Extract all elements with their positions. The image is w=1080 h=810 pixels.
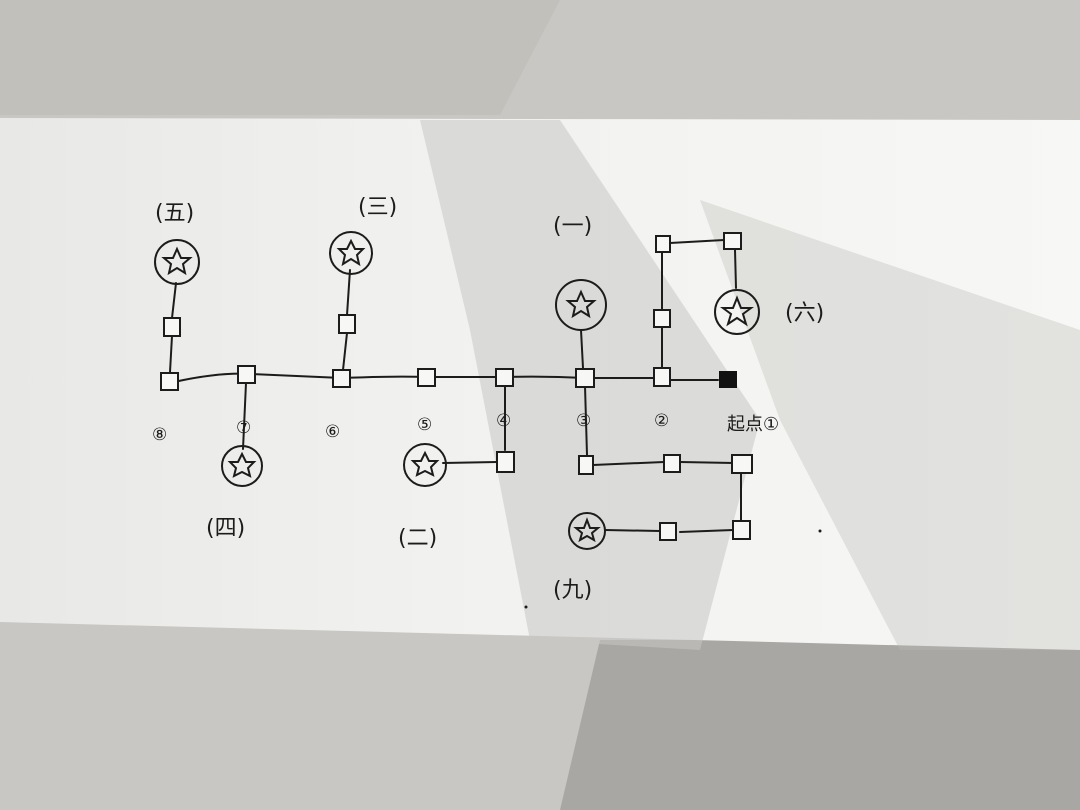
square-node-icon (575, 368, 595, 388)
filled-square-icon (719, 371, 737, 388)
star-in-circle-icon (154, 239, 200, 285)
square-node-icon (417, 368, 436, 387)
square-node-icon (653, 309, 671, 328)
square-node-icon (163, 317, 181, 337)
label-group-3: (三) (358, 195, 397, 220)
label-num-6: ⑥ (325, 422, 340, 442)
label-group-5: (五) (155, 201, 194, 226)
label-start: 起点① (727, 414, 779, 435)
square-node-icon (732, 520, 751, 540)
square-node-icon (663, 454, 681, 473)
label-num-8: ⑧ (152, 425, 167, 445)
label-group-6: (六) (785, 301, 824, 326)
square-node-icon (338, 314, 356, 334)
label-num-4: ④ (496, 411, 511, 431)
square-node-icon (496, 451, 515, 473)
connection-lines (169, 239, 742, 533)
square-node-icon (723, 232, 742, 250)
square-node-icon (237, 365, 256, 384)
label-group-4: (四) (206, 516, 245, 541)
square-nodes (160, 232, 753, 541)
square-node-icon (332, 369, 351, 388)
square-node-icon (659, 522, 677, 541)
label-num-3: ③ (576, 411, 591, 431)
square-node-icon (655, 235, 671, 253)
label-group-2: (二) (398, 526, 437, 551)
label-num-2: ② (654, 411, 669, 431)
square-node-icon (653, 367, 671, 387)
star-in-circle-icon (714, 289, 760, 335)
label-num-5: ⑤ (417, 415, 432, 435)
square-node-icon (495, 368, 514, 387)
label-group-9: (九) (553, 578, 592, 603)
square-node-icon (160, 372, 179, 391)
star-in-circle-icon (221, 445, 263, 487)
label-num-7: ⑦ (236, 418, 251, 438)
star-targets (154, 231, 760, 550)
star-in-circle-icon (555, 279, 607, 331)
star-in-circle-icon (403, 443, 447, 487)
label-group-1: (一) (553, 214, 592, 239)
star-in-circle-icon (568, 512, 606, 550)
square-node-icon (578, 455, 594, 475)
square-node-icon (731, 454, 753, 474)
star-in-circle-icon (329, 231, 373, 275)
